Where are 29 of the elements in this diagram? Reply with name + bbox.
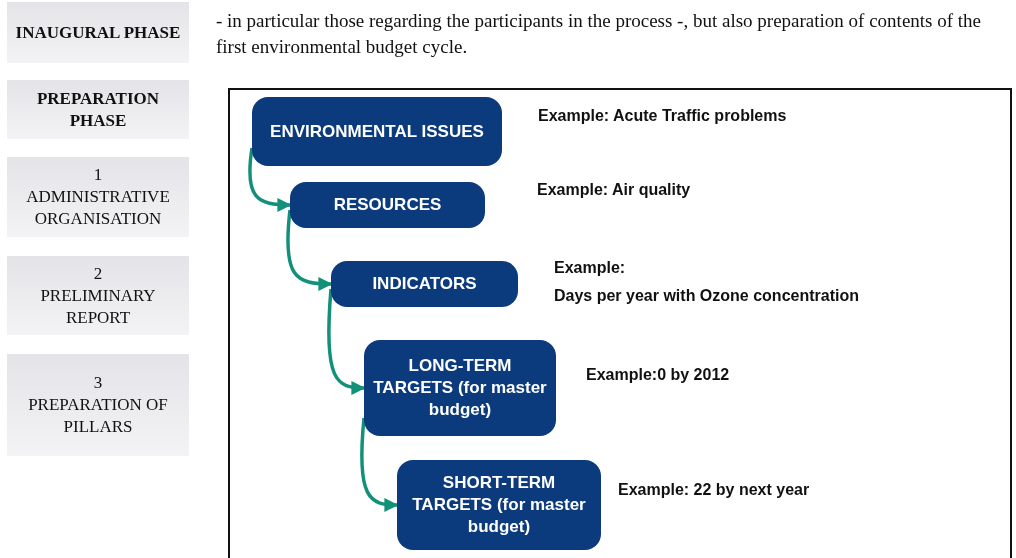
arrow — [360, 417, 399, 512]
arrow — [286, 209, 333, 291]
box-label: LONG-TERM TARGETS (for master budget) — [372, 355, 548, 421]
example-note: Days per year with Ozone concentration — [554, 286, 859, 306]
box-label: ENVIRONMENTAL ISSUES — [270, 120, 484, 143]
example-note: Example: — [554, 258, 626, 278]
example-note: Example:0 by 2012 — [586, 365, 730, 385]
step-number: 1 — [93, 164, 103, 186]
box-label: PRELIMINARY REPORT — [39, 284, 157, 329]
phase-box — [7, 354, 189, 456]
step-number: 3 — [93, 372, 103, 394]
example-note: Example: Air quality — [537, 180, 691, 200]
box-label: PREPARATION OF PILLARS — [27, 394, 169, 438]
arrow — [248, 147, 292, 212]
phase-box — [7, 256, 189, 335]
example-note: Example: 22 by next year — [618, 480, 810, 500]
box-label: SHORT-TERM TARGETS (for master budget) — [411, 472, 587, 538]
example-note: Example: Acute Traffic problems — [538, 106, 787, 126]
box-label: RESOURCES — [333, 194, 442, 216]
arrow — [327, 288, 366, 395]
phase-box — [7, 2, 189, 63]
paragraph-text: - in particular those regarding the participants in the process -, but also preparation of contents of the first environmental budget cycle. — [216, 10, 982, 57]
step-number: 2 — [93, 262, 103, 285]
box-label: INAUGURAL PHASE — [15, 21, 181, 44]
phase-box — [7, 157, 189, 237]
box-label: INDICATORS — [372, 273, 477, 295]
box-label: ADMINISTRATIVE ORGANISATION — [25, 186, 171, 230]
phase-box — [7, 80, 189, 139]
box-label: PREPARATION PHASE — [35, 87, 161, 132]
